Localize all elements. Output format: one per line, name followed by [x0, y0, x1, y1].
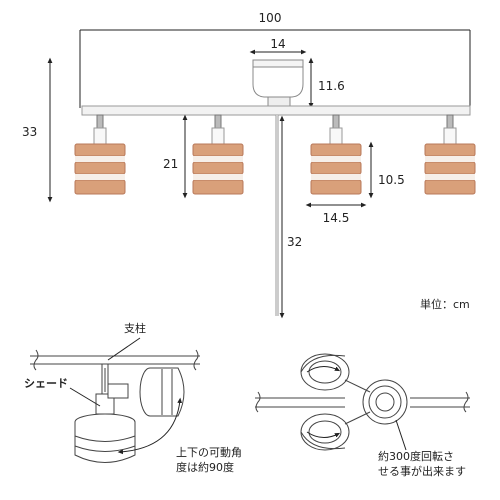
- dim-cord-length: 32: [279, 115, 302, 319]
- dim-shade-width: 14.5: [305, 202, 367, 225]
- dim-canopy-width: 14: [249, 37, 307, 55]
- dim-overall-height: 33: [22, 57, 53, 203]
- lamp-3: [310, 114, 362, 195]
- dim-overall-height-label: 33: [22, 125, 37, 139]
- dim-canopy-height: 11.6: [308, 57, 345, 109]
- unit-label: 単位：cm: [420, 297, 470, 311]
- callout-tilt-line1: 上下の可動角: [176, 445, 242, 459]
- callout-shade: シェード: [24, 377, 68, 390]
- product-view: 100 14 11.6 33: [22, 11, 476, 319]
- callout-tilt-line2: 度は約90度: [176, 460, 234, 474]
- dim-total-width: 100: [79, 11, 471, 108]
- dim-canopy-height-label: 11.6: [318, 79, 345, 93]
- dim-canopy-width-label: 14: [270, 37, 285, 51]
- light-rail: [81, 105, 471, 116]
- dim-cord-length-label: 32: [287, 235, 302, 249]
- lamp-1: [74, 114, 126, 195]
- dim-total-width-label: 100: [259, 11, 282, 25]
- callout-pillar: 支柱: [124, 321, 146, 335]
- dim-shade-height-label: 10.5: [378, 173, 405, 187]
- dim-arm-height: 21: [163, 114, 188, 199]
- tilt-detail: 支柱 シェード 上下の可動角 度は約90度: [24, 321, 242, 474]
- dim-shade-height: 10.5: [368, 141, 405, 199]
- callout-rotate-line2: せる事が出来ます: [378, 464, 466, 478]
- dim-shade-width-label: 14.5: [323, 211, 350, 225]
- rotation-detail: 約300度回転さ せる事が出来ます: [255, 353, 470, 478]
- callout-rotate-line1: 約300度回転さ: [378, 449, 454, 463]
- dim-arm-height-label: 21: [163, 157, 178, 171]
- lamp-4: [424, 114, 476, 195]
- ceiling-canopy: [252, 59, 304, 107]
- lamp-2: [192, 114, 244, 195]
